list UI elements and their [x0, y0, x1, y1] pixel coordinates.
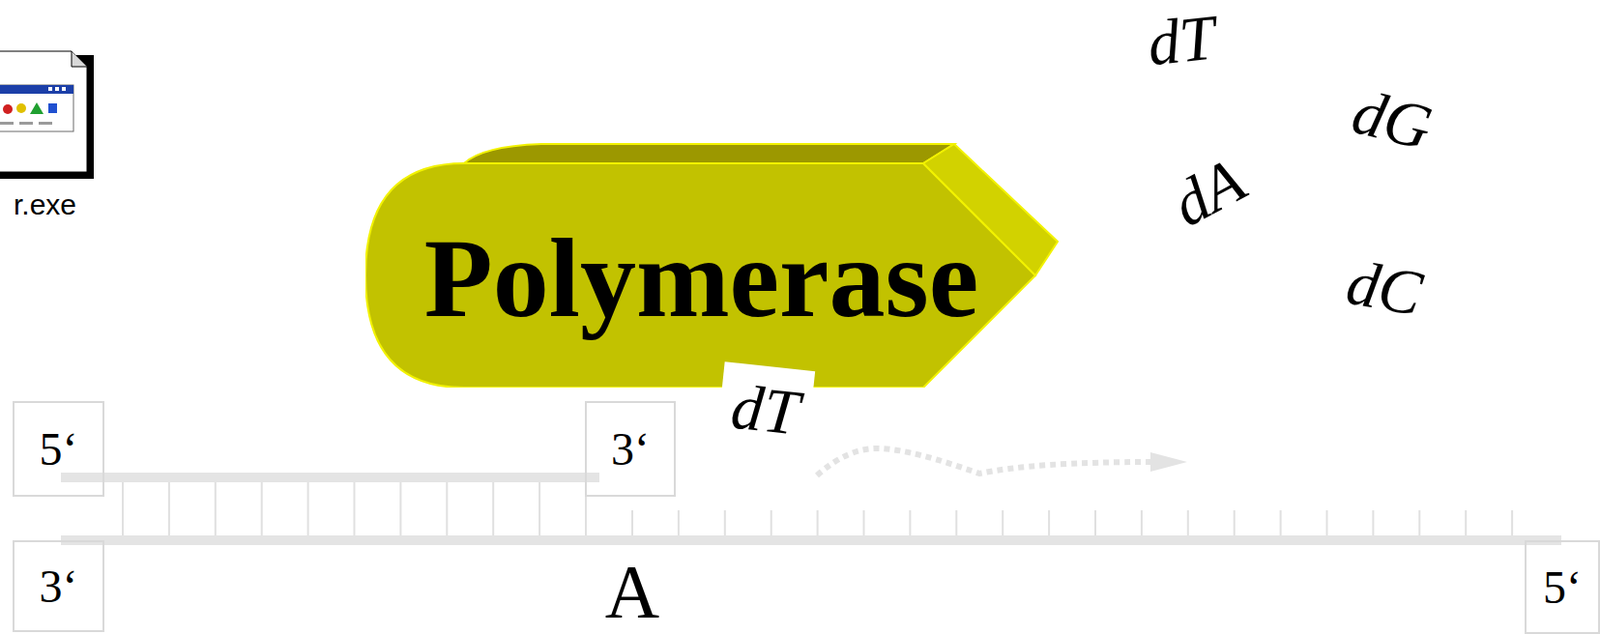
program-icon	[0, 51, 94, 179]
free-nucleotide: dC	[1341, 246, 1428, 329]
icon-glyph	[0, 121, 14, 125]
dotted-arrow-line	[816, 448, 1153, 476]
base-pair-ticks	[122, 477, 1513, 541]
strand-end-label: 3‘	[39, 563, 79, 611]
base-pair-tick	[445, 477, 448, 541]
icon-title-bar	[0, 85, 74, 94]
primer-strand	[60, 472, 600, 483]
icon-glyph	[2, 104, 13, 115]
end-label-box: 5‘	[12, 401, 105, 497]
icon-window	[0, 85, 74, 132]
template-base: A	[605, 549, 660, 634]
icon-button	[55, 87, 59, 91]
icon-button	[48, 87, 53, 91]
icon-page	[0, 51, 88, 173]
free-nucleotide: dG	[1346, 79, 1438, 161]
base-pair-tick	[492, 477, 495, 541]
bound-nucleotide: dT	[727, 371, 803, 449]
bound-nucleotide: dT	[716, 361, 815, 450]
base-pair-tick	[538, 477, 541, 541]
strand-end-label: 5‘	[1542, 564, 1582, 611]
icon-button	[61, 87, 66, 91]
template-strand	[60, 535, 1562, 546]
icon-glyph	[19, 121, 33, 125]
free-nucleotide: dG	[1345, 75, 1439, 163]
end-label-box: 3‘	[12, 540, 105, 633]
extension-arrow	[816, 448, 1188, 476]
base-pair-tick	[399, 477, 402, 541]
strand-end-label: 5‘	[39, 426, 79, 473]
icon-fold	[71, 51, 88, 67]
base-pair-tick	[121, 477, 124, 541]
free-nucleotide: dT	[1143, 1, 1219, 80]
icon-glyph	[48, 103, 58, 114]
file-name: r.exe	[13, 188, 77, 221]
icon-glyph	[16, 103, 27, 114]
file-name: r.exe	[13, 190, 77, 220]
polymerase-arrow: Polymerase	[365, 143, 1059, 388]
template-base: A	[605, 553, 660, 630]
strand-end-label: 3‘	[610, 426, 650, 473]
base-pair-tick	[353, 477, 356, 541]
enzyme-name: Polymerase	[424, 222, 979, 335]
base-pair-tick	[261, 477, 263, 541]
icon-glyph	[38, 121, 53, 125]
polymerase-front-face	[365, 163, 1036, 388]
end-label-box: 3‘	[584, 401, 676, 497]
dna-strands	[60, 477, 1562, 541]
free-nucleotide: dA	[1162, 147, 1255, 238]
free-nucleotide: dT	[1144, 5, 1219, 77]
free-nucleotide: dA	[1160, 144, 1256, 240]
base-pair-tick	[214, 477, 217, 541]
polymerase-top-face	[464, 144, 955, 164]
arrow-head	[1150, 452, 1188, 472]
base-pair-tick	[168, 477, 171, 541]
icon-glyph	[29, 102, 44, 115]
free-nucleotide: dC	[1341, 250, 1426, 326]
end-label-box: 5‘	[1524, 540, 1600, 634]
base-pair-tick	[307, 477, 310, 541]
